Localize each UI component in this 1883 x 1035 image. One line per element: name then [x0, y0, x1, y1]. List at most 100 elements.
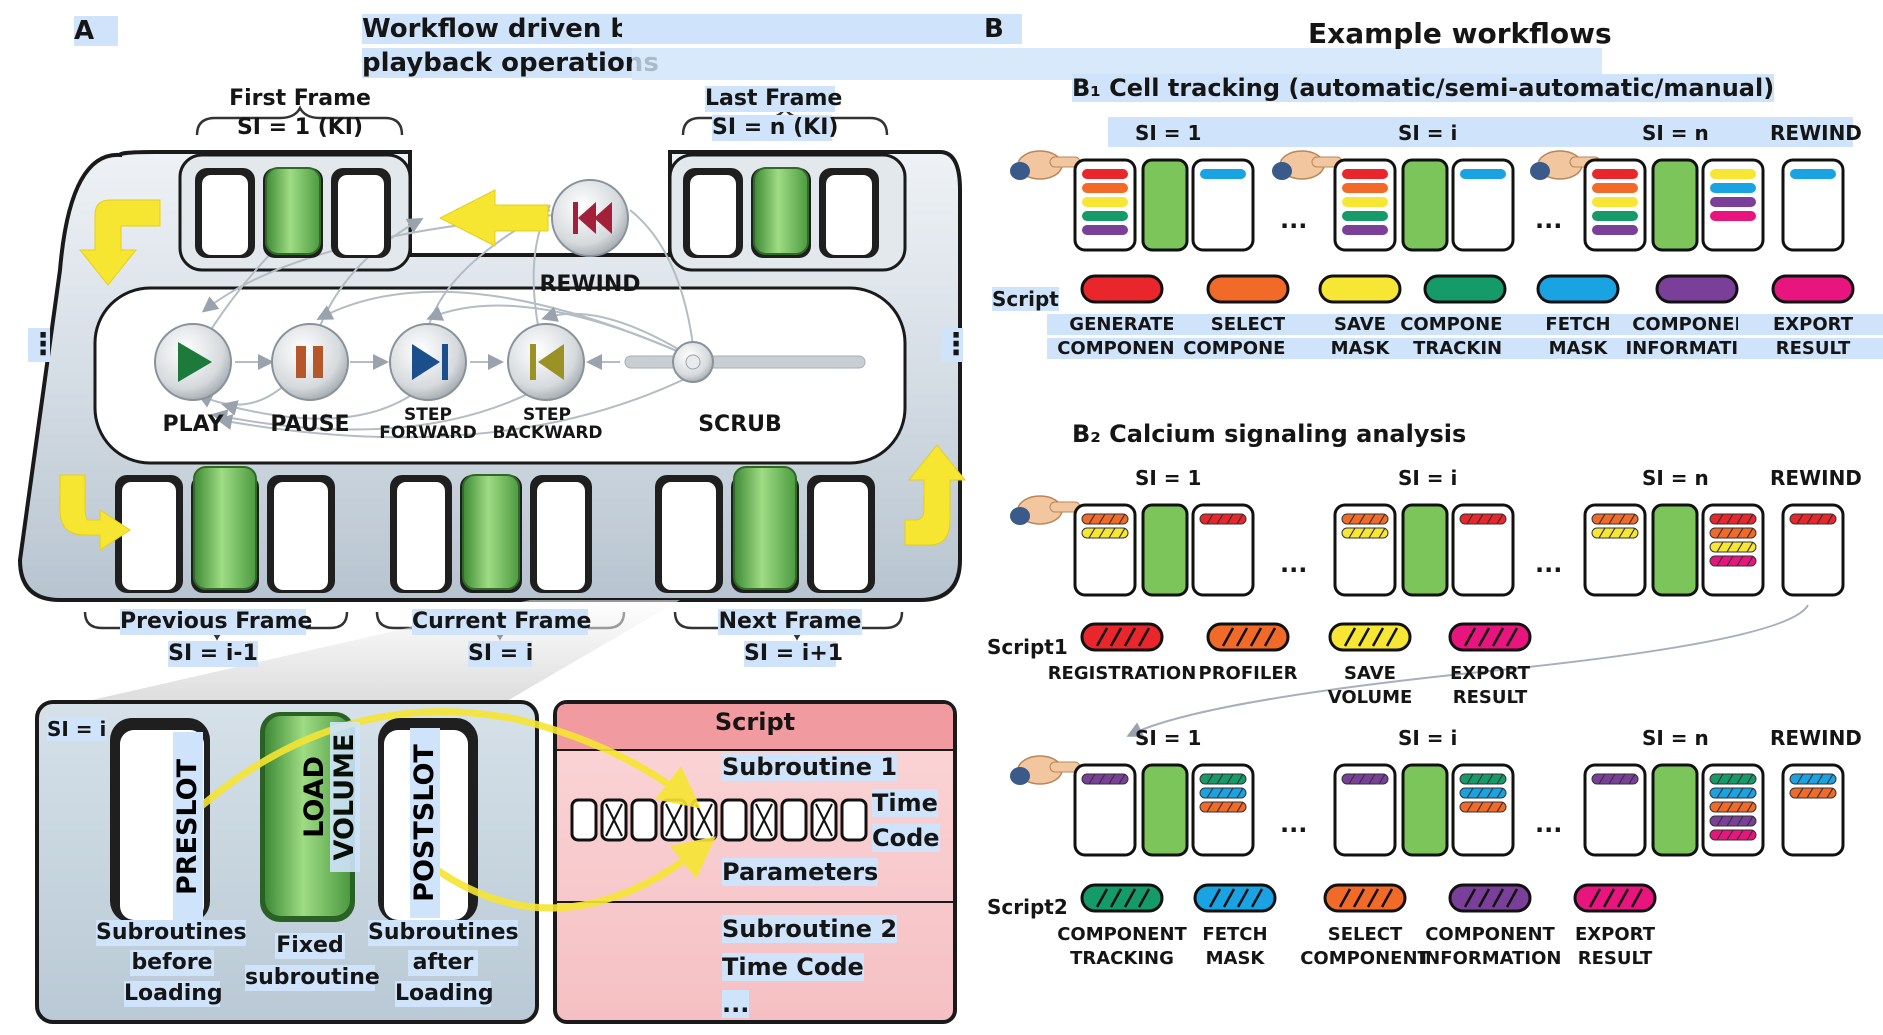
slot-empty — [274, 482, 328, 590]
loaded-frame — [1401, 763, 1449, 857]
mask-bar — [1081, 773, 1129, 785]
play-button[interactable] — [154, 323, 232, 401]
slot-empty — [690, 175, 736, 255]
mask-bar — [1459, 513, 1507, 525]
script-item-label: INFORMATION — [1622, 338, 1772, 359]
example-workflows — [1010, 150, 1855, 913]
script-item-label: COMPONENT — [1622, 314, 1772, 335]
mask-bar — [1199, 513, 1247, 525]
mask-bar — [1459, 801, 1507, 813]
title-highlight-bar — [622, 14, 1022, 44]
b1-sii: SI = i — [1398, 121, 1458, 145]
script-pill — [1448, 883, 1532, 913]
script-item-label: EXPORT — [1575, 924, 1655, 945]
script-pill — [1573, 883, 1657, 913]
script-item-label: SAVE — [1344, 663, 1396, 684]
pause-label: PAUSE — [270, 412, 350, 437]
script-parameters: Parameters — [722, 858, 879, 886]
step-forward-button[interactable] — [389, 323, 467, 401]
script-item-label: GENERATE — [1047, 314, 1197, 335]
next-frame-si: SI = i+1 — [744, 641, 844, 667]
mask-bar — [1341, 773, 1389, 785]
after-label-1: Subroutines — [368, 920, 519, 946]
script-item-label: PROFILER — [1198, 663, 1298, 684]
scrub-slider[interactable] — [624, 341, 866, 383]
mask-bar — [1199, 787, 1247, 799]
loaded-frame — [1141, 158, 1189, 252]
mask-bar — [1592, 183, 1638, 193]
frame-card — [1073, 763, 1137, 857]
mask-bar — [1709, 815, 1757, 827]
script-item-label: SELECT — [1327, 924, 1403, 945]
mask-bar — [1709, 541, 1757, 553]
mask-bar — [1709, 773, 1757, 785]
code-mark — [755, 803, 773, 837]
slot-empty — [537, 482, 585, 590]
frame-card — [1333, 763, 1397, 857]
mask-bar — [1710, 197, 1756, 207]
script-item-label: COMPONENT — [1057, 924, 1187, 945]
mask-bar — [1709, 787, 1757, 799]
flow-arrows — [59, 189, 967, 551]
slot-empty — [122, 482, 176, 590]
mask-bar — [1591, 513, 1639, 525]
b1-script-label: Script — [992, 287, 1059, 311]
code-box — [570, 798, 598, 842]
slot-empty — [338, 175, 384, 255]
frame-card — [1191, 503, 1255, 597]
script-item-label: FETCH — [1202, 924, 1268, 945]
last-frame-si: SI = n (KI) — [712, 115, 839, 141]
after-label-3: Loading — [395, 981, 494, 1007]
mask-bar — [1082, 169, 1128, 179]
script-item-label: TRACKING — [1070, 948, 1174, 969]
script-item-label: INFORMATION — [1418, 948, 1562, 969]
loaded-frame — [1651, 763, 1699, 857]
mask-bar — [1199, 773, 1247, 785]
script-pill — [1080, 883, 1164, 913]
slot-empty — [397, 482, 445, 590]
fixed-label-2: subroutine — [245, 965, 380, 991]
b1-dots-1: ... — [1280, 206, 1308, 234]
b2-script1-label: Script1 — [987, 635, 1068, 659]
mask-bar — [1789, 787, 1837, 799]
right-ellipsis: ⋮ — [941, 327, 971, 362]
pause-button[interactable] — [271, 323, 349, 401]
step-backward-button[interactable] — [507, 323, 585, 401]
script-pill — [1448, 622, 1532, 652]
hand-cursor-icon — [1010, 495, 1081, 525]
mask-bar — [1341, 513, 1389, 525]
mask-bar — [1342, 183, 1388, 193]
frame-card — [1451, 158, 1515, 252]
mask-bar — [1460, 169, 1506, 179]
script-time-code: Time Code — [722, 953, 864, 981]
next-frame-label: Next Frame — [718, 609, 862, 635]
slot-loaded — [193, 466, 257, 590]
script-more: ... — [722, 990, 750, 1018]
script-item-label: REGISTRATION — [1047, 663, 1197, 684]
hand-cursor-icon — [1272, 150, 1343, 180]
mask-bar — [1592, 225, 1638, 235]
mask-bar — [1789, 513, 1837, 525]
panel-b-title: Example workflows — [1308, 17, 1612, 50]
mask-bar — [1709, 527, 1757, 539]
script-pill — [1206, 622, 1290, 652]
code-mark — [695, 803, 713, 837]
b2-si1-second: SI = 1 — [1135, 726, 1202, 750]
mask-bar — [1342, 169, 1388, 179]
script-item-label: VOLUME — [1327, 687, 1413, 708]
b2-sin: SI = n — [1642, 466, 1709, 490]
script-item-label: MASK — [1503, 338, 1653, 359]
hand-cursor-icon — [1010, 150, 1081, 180]
panel-a-title-2: playback operations — [362, 48, 659, 78]
last-frame-label: Last Frame — [705, 86, 843, 112]
frame-card — [1191, 763, 1255, 857]
rewind-button[interactable] — [551, 179, 629, 257]
mask-bar — [1082, 197, 1128, 207]
frame-card — [1701, 158, 1765, 252]
code-mark — [665, 803, 683, 837]
b2-dots-2: ... — [1535, 550, 1563, 578]
frame-card — [1583, 763, 1647, 857]
time-code-boxes — [570, 798, 868, 842]
